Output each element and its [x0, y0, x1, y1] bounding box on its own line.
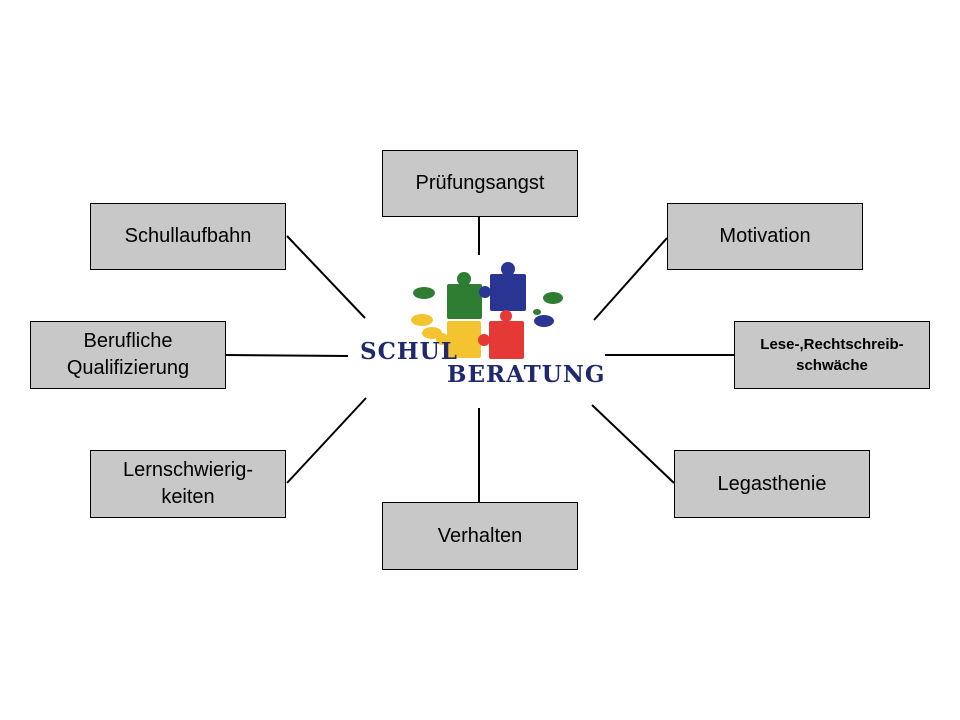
- topic-motivation: Motivation: [667, 203, 863, 270]
- topic-lese-rechtschreibschwaeche: Lese-,Rechtschreib- schwäche: [734, 321, 930, 389]
- topic-berufliche-qualifizierung: Berufliche Qualifizierung: [30, 321, 226, 389]
- topic-lernschwierigkeiten: Lernschwierig- keiten: [90, 450, 286, 518]
- connector-legasthenie: [591, 404, 675, 484]
- connector-schullaufbahn: [286, 235, 366, 319]
- puzzle-logo-icon: [411, 262, 563, 359]
- topic-pruefungsangst: Prüfungsangst: [382, 150, 578, 217]
- topic-legasthenie: Legasthenie: [674, 450, 870, 518]
- connector-berufliche: [225, 354, 349, 357]
- logo-text-beratung: BERATUNG: [447, 361, 606, 388]
- connector-motivation: [593, 237, 668, 321]
- logo-text-schul: SCHUL: [360, 338, 458, 365]
- schulberatung-logo: SCHUL BERATUNG: [350, 255, 605, 395]
- topic-schullaufbahn: Schullaufbahn: [90, 203, 286, 270]
- topic-verhalten: Verhalten: [382, 502, 578, 570]
- connector-lernschwierigkeiten: [286, 397, 367, 484]
